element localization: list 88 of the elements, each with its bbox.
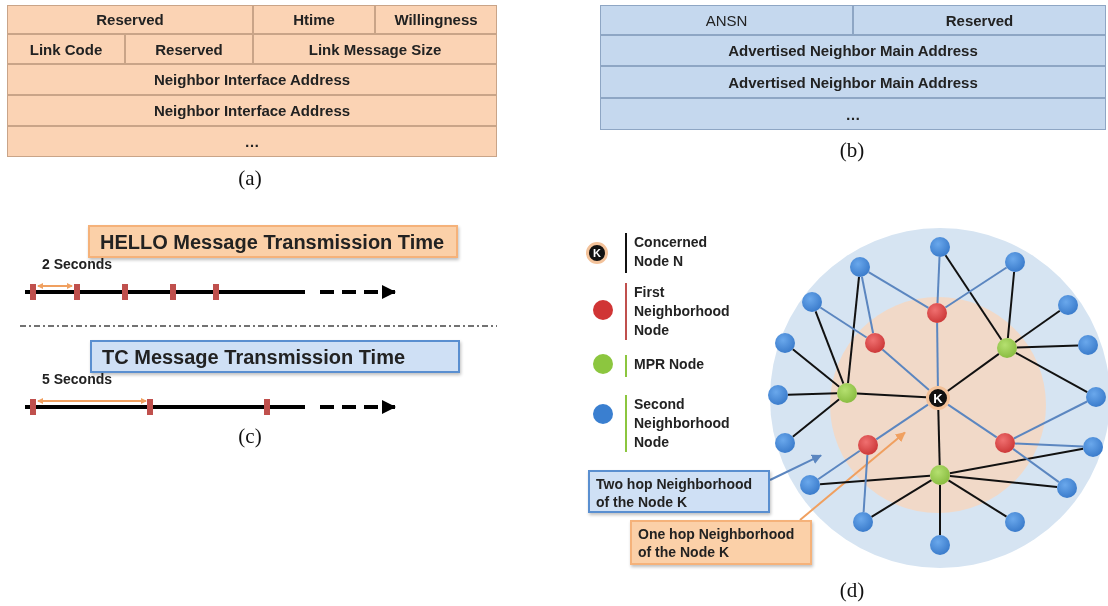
table-cell: Willingness [375,5,497,34]
link-line [1014,351,1089,394]
callout-box: Two hop Neighborhood of the Node K [588,470,770,513]
network-node [1005,252,1025,272]
table-cell: Advertised Neighbor Main Address [600,66,1106,98]
table-cell: ANSN [600,5,853,35]
link-line [944,254,1003,341]
network-node [930,465,950,485]
network-node [865,333,885,353]
table-cell: Reserved [125,34,253,64]
link-line [947,403,998,439]
table-cell: Neighbor Interface Address [7,95,497,126]
leader-arrow [799,431,906,521]
link-line [936,256,941,304]
network-node [775,433,795,453]
link-line [791,348,841,388]
network-node [997,338,1017,358]
link-line [787,392,838,396]
link-line [856,392,927,399]
network-node [930,237,950,257]
network-node [930,535,950,555]
link-line [1014,309,1061,344]
legend-label: Concerned Node N [625,233,743,273]
network-node: K [926,386,950,410]
leader-arrow [769,454,822,481]
link-line [814,310,845,385]
link-line [947,479,1008,518]
link-line [860,275,875,335]
table-cell: Neighbor Interface Address [7,64,497,95]
network-node [1058,295,1078,315]
title-banner: TC Message Transmission Time [90,340,460,373]
network-node [1086,387,1106,407]
link-line [881,348,930,392]
network-node [1057,478,1077,498]
network-node [850,257,870,277]
link-line [937,409,941,466]
network-node [1083,437,1103,457]
legend-label: MPR Node [625,355,743,377]
link-line [1016,344,1079,349]
legend-label: Second Neighborhood Node [625,395,743,452]
network-node [1078,335,1098,355]
network-node [768,385,788,405]
link-line [870,479,933,518]
table-cell: Advertised Neighbor Main Address [600,35,1106,66]
network-node [853,512,873,532]
link-line [791,398,841,438]
link-line [944,266,1008,309]
title-banner: HELLO Message Transmission Time [88,225,458,258]
link-line [946,352,1000,392]
link-line [817,449,861,481]
callout-box: One hop Neighborhood of the Node K [630,520,812,565]
link-line [862,454,869,513]
table-cell: Link Message Size [253,34,497,64]
table-cell: Link Code [7,34,125,64]
caption-letter: (d) [838,578,866,604]
link-line [936,322,939,387]
network-node [837,383,857,403]
link-line [1012,447,1060,484]
caption-letter: (c) [237,424,263,450]
link-line [847,275,860,385]
link-line [948,475,1059,488]
caption-letter: (b) [838,138,866,164]
link-line [819,474,931,486]
table-cell: Reserved [7,5,253,34]
network-node [802,292,822,312]
link-line [1006,271,1016,339]
link-line [948,447,1085,475]
network-node [775,333,795,353]
link-line [875,403,929,441]
link-line [867,271,930,309]
interval-label: 5 Seconds [42,371,114,389]
link-line [939,484,941,536]
link-line [819,306,868,339]
network-node [800,475,820,495]
table-cell: … [7,126,497,157]
interval-label: 2 Seconds [42,256,114,274]
table-cell: … [600,98,1106,130]
symbol-letter: K [593,247,601,259]
link-line [1012,400,1089,440]
network-node [995,433,1015,453]
legend-label: First Neighborhood Node [625,283,743,340]
network-node [858,435,878,455]
network-node [1005,512,1025,532]
table-cell: Reserved [853,5,1106,35]
caption-letter: (a) [237,166,263,192]
network-node [927,303,947,323]
link-line [1014,442,1084,448]
table-cell: Htime [253,5,375,34]
